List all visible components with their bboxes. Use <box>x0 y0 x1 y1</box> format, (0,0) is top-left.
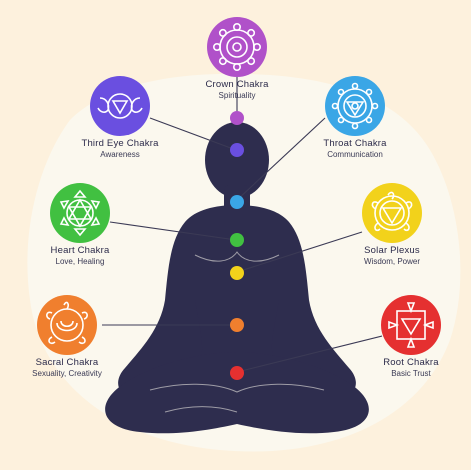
third-eye-chakra-icon <box>90 76 150 136</box>
root-chakra-title: Root Chakra <box>383 357 439 368</box>
connector-lines <box>102 75 383 373</box>
sacral-chakra-label: Sacral Chakra Sexuality, Creativity <box>10 357 124 378</box>
heart-chakra-subtitle: Love, Healing <box>55 256 105 266</box>
crown-chakra-icon <box>207 17 267 77</box>
third-eye-chakra-title: Third Eye Chakra <box>81 138 159 149</box>
root-chakra-subtitle: Basic Trust <box>391 368 431 378</box>
figure-details <box>149 251 325 413</box>
solar-plexus-subtitle: Wisdom, Power <box>363 256 420 266</box>
heart-chakra-title: Heart Chakra <box>50 245 110 256</box>
heart-chakra-icon <box>50 183 110 243</box>
throat-chakra-label: Throat Chakra Communication <box>300 138 410 159</box>
dot-third-eye <box>230 143 244 157</box>
third-eye-chakra-subtitle: Awareness <box>100 149 140 159</box>
third-eye-chakra-label: Third Eye Chakra Awareness <box>58 138 182 159</box>
solar-plexus-icon <box>362 183 422 243</box>
solar-plexus-title: Solar Plexus <box>364 245 420 256</box>
root-chakra-label: Root Chakra Basic Trust <box>361 357 461 378</box>
sacral-chakra-subtitle: Sexuality, Creativity <box>32 368 102 378</box>
crown-chakra-title: Crown Chakra <box>205 79 269 90</box>
dot-root <box>230 366 244 380</box>
heart-chakra-label: Heart Chakra Love, Healing <box>30 245 130 266</box>
crown-chakra-subtitle: Spirituality <box>218 90 256 100</box>
crown-chakra-label: Crown Chakra Spirituality <box>185 79 289 100</box>
throat-chakra-title: Throat Chakra <box>323 138 387 149</box>
throat-chakra-subtitle: Communication <box>327 149 383 159</box>
sacral-chakra-title: Sacral Chakra <box>35 357 99 368</box>
dot-heart <box>230 233 244 247</box>
dot-throat <box>230 195 244 209</box>
root-chakra-icon <box>381 295 441 355</box>
sacral-chakra-icon <box>37 295 97 355</box>
dot-crown <box>230 111 244 125</box>
solar-plexus-label: Solar Plexus Wisdom, Power <box>342 245 442 266</box>
dot-sacral <box>230 318 244 332</box>
dot-solar-plexus <box>230 266 244 280</box>
throat-chakra-icon <box>325 76 385 136</box>
